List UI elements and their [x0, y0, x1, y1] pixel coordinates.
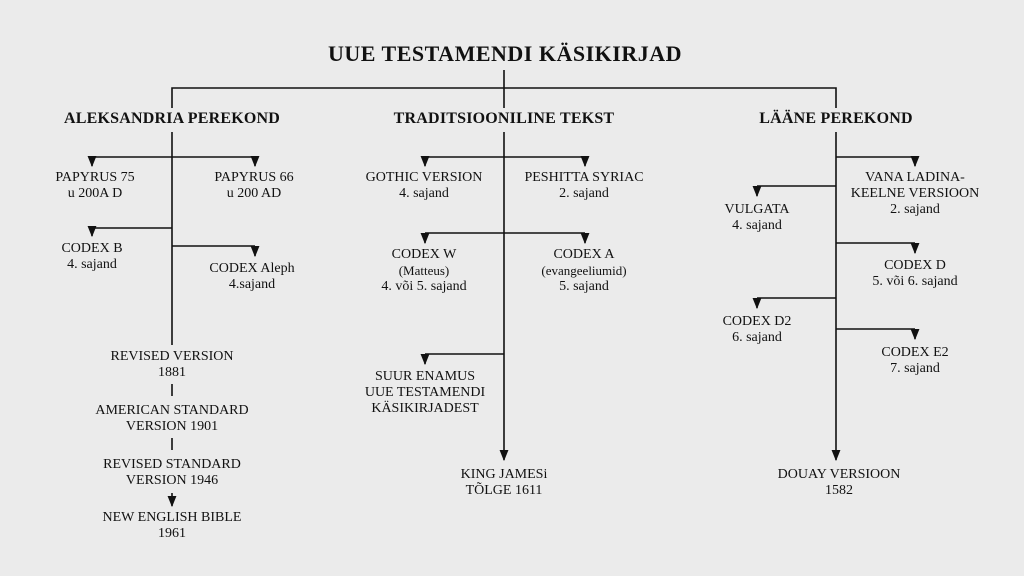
node-label: CODEX E2 [881, 345, 949, 360]
node-date: 4. sajand [732, 218, 782, 233]
node-label: PAPYRUS 75 [55, 170, 135, 185]
node-codex-aleph: CODEX Aleph 4.sajand [209, 261, 294, 293]
node-douay-version: DOUAY VERSIOON 1582 [778, 467, 901, 499]
node-label: VANA LADINA- [865, 170, 965, 185]
node-date: u 200 AD [226, 186, 282, 201]
node-note: (evangeeliumid) [541, 263, 627, 278]
node-date: 7. sajand [890, 361, 940, 376]
node-label: AMERICAN STANDARD [95, 403, 249, 418]
node-label: PESHITTA SYRIAC [524, 170, 644, 185]
node-date: 1881 [158, 365, 186, 380]
heading-western: LÄÄNE PEREKOND [759, 110, 913, 127]
node-date: u 200A D [67, 186, 123, 201]
node-date: 5. sajand [559, 279, 609, 294]
node-date: 6. sajand [732, 330, 782, 345]
node-label: CODEX D [884, 258, 946, 273]
node-label: KÄSIKIRJADEST [371, 401, 479, 416]
node-label: CODEX Aleph [209, 261, 295, 276]
node-date: 5. või 6. sajand [872, 274, 958, 289]
node-revised-version: REVISED VERSION 1881 [110, 349, 233, 381]
heading-alexandria: ALEKSANDRIA PEREKOND [63, 110, 281, 127]
node-vulgata: VULGATA 4. sajand [725, 202, 790, 234]
node-codex-a: CODEX A (evangeeliumid) 5. sajand [541, 247, 626, 295]
node-king-james: KING JAMESi TÕLGE 1611 [461, 467, 548, 499]
node-date: 1582 [825, 483, 853, 498]
node-label: CODEX W [391, 247, 457, 262]
node-codex-d: CODEX D 5. või 6. sajand [872, 258, 957, 290]
node-american-standard: AMERICAN STANDARD VERSION 1901 [95, 403, 248, 435]
node-revised-standard: REVISED STANDARD VERSION 1946 [103, 457, 241, 489]
node-codex-d2: CODEX D2 6. sajand [723, 314, 792, 346]
node-label: UUE TESTAMENDI [364, 385, 486, 400]
node-label: KEELNE VERSIOON [850, 186, 980, 201]
node-label: DOUAY VERSIOON [777, 467, 901, 482]
node-label: CODEX D2 [722, 314, 792, 329]
node-label: NEW ENGLISH BIBLE [102, 510, 242, 525]
node-label: CODEX B [61, 241, 123, 256]
node-label: KING JAMESi [460, 467, 548, 482]
node-papyrus-66: PAPYRUS 66 u 200 AD [214, 170, 293, 202]
node-date: 4.sajand [228, 277, 276, 292]
node-label: CODEX A [553, 247, 615, 262]
node-note: (Matteus) [398, 263, 450, 278]
node-label: SUUR ENAMUS [375, 369, 475, 384]
node-majority-text: SUUR ENAMUS UUE TESTAMENDI KÄSIKIRJADEST [365, 369, 485, 417]
node-papyrus-75: PAPYRUS 75 u 200A D [55, 170, 134, 202]
node-peshitta-syriac: PESHITTA SYRIAC 2. sajand [524, 170, 643, 202]
node-gothic-version: GOTHIC VERSION 4. sajand [366, 170, 483, 202]
node-label: REVISED STANDARD [103, 457, 241, 472]
node-date: VERSION 1901 [125, 419, 219, 434]
heading-traditional: TRADITSIOONILINE TEKST [393, 110, 615, 127]
node-date: 4. sajand [67, 257, 117, 272]
node-date: TÕLGE 1611 [465, 483, 543, 498]
node-date: 2. sajand [559, 186, 609, 201]
node-codex-w: CODEX W (Matteus) 4. või 5. sajand [381, 247, 466, 295]
node-label: VULGATA [724, 202, 790, 217]
node-label: REVISED VERSION [110, 349, 234, 364]
node-new-english-bible: NEW ENGLISH BIBLE 1961 [103, 510, 242, 542]
diagram-title: UUE TESTAMENDI KÄSIKIRJAD [328, 41, 682, 66]
node-label: GOTHIC VERSION [365, 170, 483, 185]
node-date: 2. sajand [890, 202, 940, 217]
node-label: PAPYRUS 66 [214, 170, 294, 185]
node-date: VERSION 1946 [125, 473, 219, 488]
node-date: 1961 [157, 526, 186, 541]
node-codex-e2: CODEX E2 7. sajand [881, 345, 948, 377]
node-date: 4. sajand [399, 186, 449, 201]
node-old-latin: VANA LADINA- KEELNE VERSIOON 2. sajand [851, 170, 979, 218]
node-date: 4. või 5. sajand [381, 279, 467, 294]
node-codex-b: CODEX B 4. sajand [61, 241, 122, 273]
